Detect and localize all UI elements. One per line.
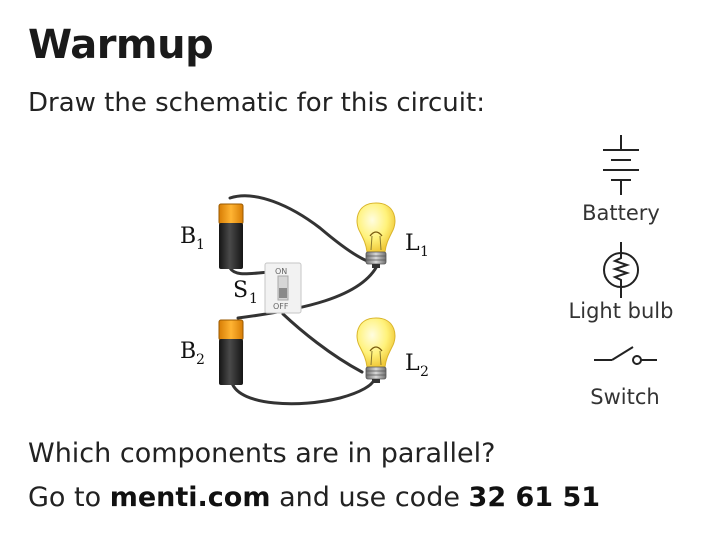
slide-title: Warmup	[28, 22, 214, 68]
legend-switch-label: Switch	[590, 385, 659, 409]
battery-b1-subscript: 1	[196, 237, 205, 253]
lamp-l2-label: L	[405, 351, 420, 376]
battery-b2-subscript: 2	[196, 352, 205, 368]
switch-s1: ON OFF	[264, 262, 302, 314]
switch-s1-subscript: 1	[249, 291, 258, 307]
lamp-l2	[356, 317, 396, 383]
legend-light-bulb-label: Light bulb	[569, 299, 674, 323]
battery-b1	[218, 203, 244, 269]
switch-on-text: ON	[275, 267, 287, 276]
menti-instruction: Go to menti.com and use code 32 61 51	[28, 482, 600, 513]
battery-b2-label: B	[180, 339, 196, 364]
wire-switch-to-l2	[281, 312, 364, 374]
wire-b1-top-to-l1	[228, 194, 372, 264]
circuit-wires	[228, 194, 380, 406]
menti-site-link[interactable]: menti.com	[109, 482, 271, 513]
battery-symbol-icon	[603, 135, 639, 195]
lamp-l1	[356, 202, 396, 268]
menti-code: 32 61 51	[468, 482, 601, 513]
wire-b2-bottom-to-l2	[230, 378, 376, 406]
menti-prefix: Go to	[28, 482, 110, 513]
battery-b1-label: B	[180, 224, 196, 249]
menti-middle: and use code	[270, 482, 469, 513]
switch-off-text: OFF	[273, 302, 289, 311]
question-text: Which components are in parallel?	[28, 438, 496, 469]
lamp-l2-subscript: 2	[420, 364, 429, 380]
legend-battery-label: Battery	[582, 201, 660, 225]
slide-subtitle: Draw the schematic for this circuit:	[28, 88, 485, 118]
switch-s1-label: S	[233, 278, 248, 303]
lamp-l1-subscript: 1	[420, 244, 429, 260]
light-bulb-symbol-icon	[603, 242, 639, 298]
wire-l1-to-junction	[236, 262, 380, 320]
switch-symbol-icon	[594, 346, 657, 365]
battery-b2	[218, 319, 244, 385]
lamp-l1-label: L	[405, 231, 420, 256]
